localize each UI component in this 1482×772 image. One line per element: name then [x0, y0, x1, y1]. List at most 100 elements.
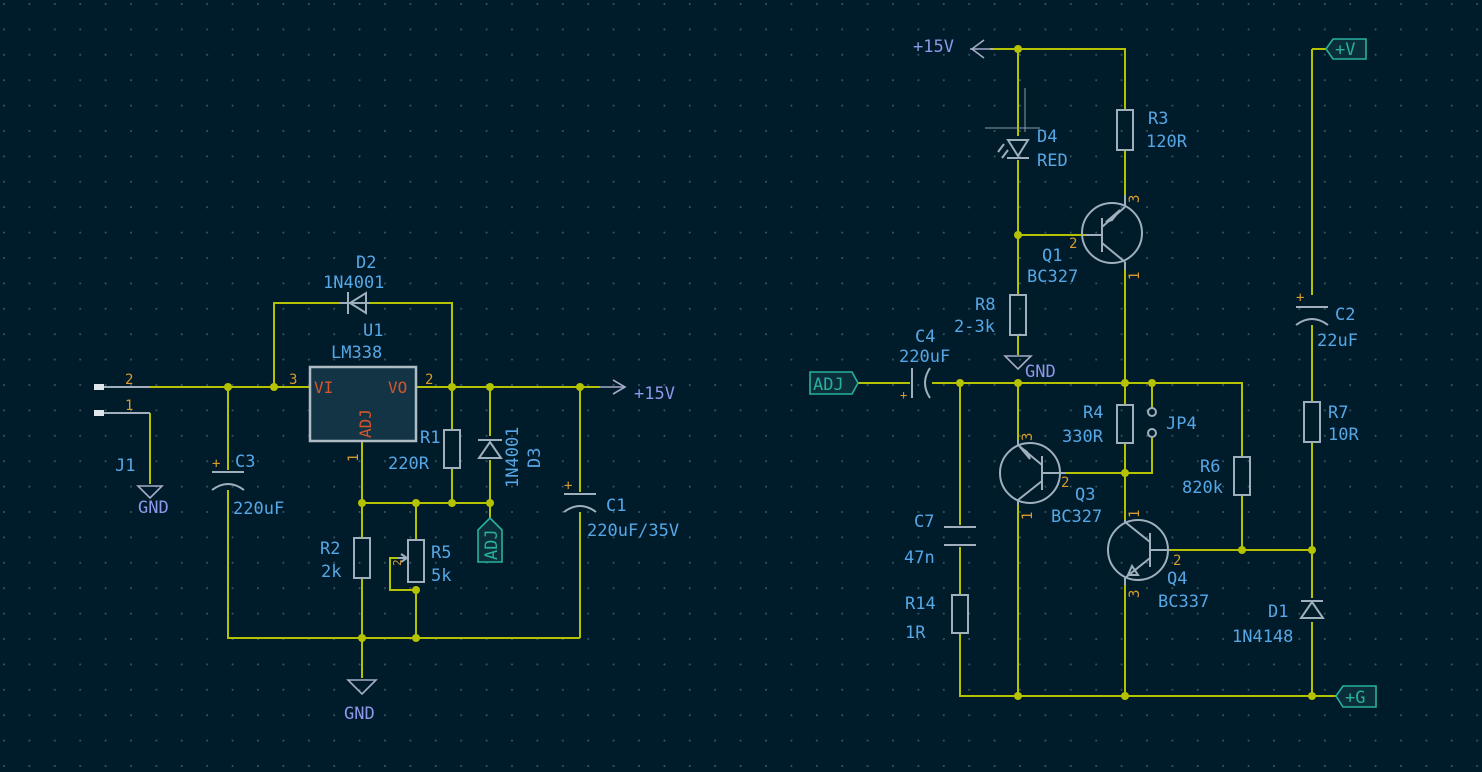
- q1-pin-3: 3: [1127, 195, 1143, 203]
- d1-value: 1N4148: [1232, 627, 1293, 647]
- q4-value: BC337: [1158, 592, 1209, 612]
- c1-polarity: +: [564, 478, 572, 494]
- capacitor-c3[interactable]: + C3 220uF: [211, 452, 284, 519]
- u1-pin-2: 2: [425, 372, 433, 388]
- c3-value: 220uF: [233, 499, 284, 519]
- gnd-bottom: GND: [344, 679, 378, 724]
- gnd-r8: GND: [1003, 355, 1056, 382]
- r5-value: 5k: [431, 566, 451, 586]
- d1-ref: D1: [1268, 602, 1288, 622]
- d3-value: 1N4001: [503, 427, 523, 488]
- gnd-bottom-label: GND: [344, 704, 375, 724]
- capacitor-c7[interactable]: C7 47n: [904, 512, 976, 568]
- r7-value: 10R: [1328, 425, 1359, 445]
- adj-input-text: ADJ: [813, 375, 844, 395]
- power-15v-right: +15V: [600, 379, 675, 404]
- c7-value: 47n: [904, 548, 935, 568]
- q4-ref: Q4: [1167, 569, 1187, 589]
- r8-value: 2-3k: [954, 317, 995, 337]
- c3-polarity: +: [212, 456, 220, 472]
- d3-ref: D3: [525, 448, 545, 468]
- potentiometer-r5[interactable]: 2 R5 5k: [391, 539, 451, 586]
- transistor-q3[interactable]: 3 2 1 Q3 BC327: [999, 433, 1102, 527]
- c1-value: 220uF/35V: [587, 521, 679, 541]
- q3-value: BC327: [1051, 507, 1102, 527]
- c7-ref: C7: [914, 512, 934, 532]
- connector-j1[interactable]: 2 1 J1: [94, 372, 150, 476]
- r1-ref: R1: [420, 428, 440, 448]
- r3-value: 120R: [1146, 132, 1188, 152]
- c2-value: 22uF: [1317, 331, 1358, 351]
- u1-ref: U1: [363, 321, 383, 341]
- r3-ref: R3: [1148, 109, 1168, 129]
- net-label-pos-g[interactable]: +G: [1335, 685, 1377, 708]
- d2-value: 1N4001: [323, 273, 384, 293]
- u1-pin-adj: ADJ: [356, 409, 375, 438]
- r6-ref: R6: [1200, 457, 1220, 477]
- resistor-r4[interactable]: R4 330R: [1062, 403, 1134, 447]
- q3-pin-2: 2: [1061, 475, 1069, 491]
- capacitor-c4[interactable]: + C4 220uF: [899, 327, 950, 402]
- u1-pin-1: 1: [346, 454, 362, 462]
- led-d4[interactable]: D4 RED: [985, 88, 1068, 171]
- u1-pin-vo: VO: [388, 378, 407, 397]
- diode-d3[interactable]: 1N4001 D3: [477, 427, 545, 488]
- gnd-j1: GND: [136, 485, 169, 518]
- p15-right-label: +15V: [634, 384, 675, 404]
- q4-pin-1: 1: [1127, 510, 1143, 518]
- gnd-j1-label: GND: [138, 498, 169, 518]
- q4-pin-3: 3: [1127, 590, 1143, 598]
- c2-ref: C2: [1335, 305, 1355, 325]
- jumper-jp4[interactable]: JP4: [1147, 407, 1197, 438]
- q1-value: BC327: [1027, 267, 1078, 287]
- d4-ref: D4: [1037, 127, 1057, 147]
- net-label-adj-input[interactable]: ADJ: [809, 371, 859, 395]
- c4-ref: C4: [915, 327, 935, 347]
- d4-value: RED: [1037, 151, 1068, 171]
- j1-pin-2: 2: [125, 372, 133, 388]
- wires-left: [149, 302, 600, 678]
- r1-value: 220R: [388, 454, 430, 474]
- resistor-r8[interactable]: R8 2-3k: [954, 294, 1027, 337]
- q1-pin-2: 2: [1069, 236, 1077, 252]
- power-15v-top: +15V: [913, 37, 994, 59]
- diode-d1[interactable]: D1 1N4148: [1232, 600, 1325, 647]
- c2-polarity: +: [1296, 290, 1304, 306]
- r2-ref: R2: [320, 539, 340, 559]
- r14-ref: R14: [905, 594, 936, 614]
- transistor-q4[interactable]: 1 2 3 Q4 BC337: [1107, 510, 1209, 612]
- pos-v-text: +V: [1335, 40, 1355, 60]
- resistor-r7[interactable]: R7 10R: [1303, 401, 1359, 445]
- u1-pin-3: 3: [289, 372, 297, 388]
- q3-ref: Q3: [1075, 485, 1095, 505]
- gnd-r8-label: GND: [1025, 362, 1056, 382]
- capacitor-c1[interactable]: + C1 220uF/35V: [563, 478, 679, 541]
- resistor-r3[interactable]: R3 120R: [1116, 109, 1188, 152]
- u1-pin-vi: VI: [314, 378, 333, 397]
- r6-value: 820k: [1182, 478, 1223, 498]
- net-label-adj-vertical[interactable]: ADJ: [477, 516, 503, 563]
- transistor-q1[interactable]: 3 2 1 Q1 BC327: [1027, 195, 1143, 287]
- c4-value: 220uF: [899, 347, 950, 367]
- q1-pin-1: 1: [1127, 272, 1143, 280]
- resistor-r14[interactable]: R14 1R: [905, 594, 969, 643]
- q1-ref: Q1: [1042, 246, 1062, 266]
- r5-ref: R5: [431, 543, 451, 563]
- r4-ref: R4: [1083, 403, 1103, 423]
- regulator-u1[interactable]: U1 LM338 VI VO ADJ 3 2 1: [289, 321, 433, 462]
- resistor-r2[interactable]: R2 2k: [320, 537, 371, 582]
- c3-ref: C3: [235, 452, 255, 472]
- j1-pin-1: 1: [125, 398, 133, 414]
- j1-ref: J1: [115, 456, 135, 476]
- capacitor-c2[interactable]: + C2 22uF: [1295, 290, 1358, 351]
- u1-value: LM338: [331, 343, 382, 363]
- resistor-r6[interactable]: R6 820k: [1182, 456, 1251, 498]
- d2-ref: D2: [356, 253, 376, 273]
- net-label-pos-v[interactable]: +V: [1325, 38, 1367, 60]
- adj-vertical-text: ADJ: [482, 529, 502, 560]
- diode-d2[interactable]: D2 1N4001: [323, 253, 384, 315]
- resistor-r1[interactable]: R1 220R: [388, 428, 461, 474]
- p15-top-label: +15V: [913, 37, 954, 57]
- pos-g-text: +G: [1345, 688, 1365, 708]
